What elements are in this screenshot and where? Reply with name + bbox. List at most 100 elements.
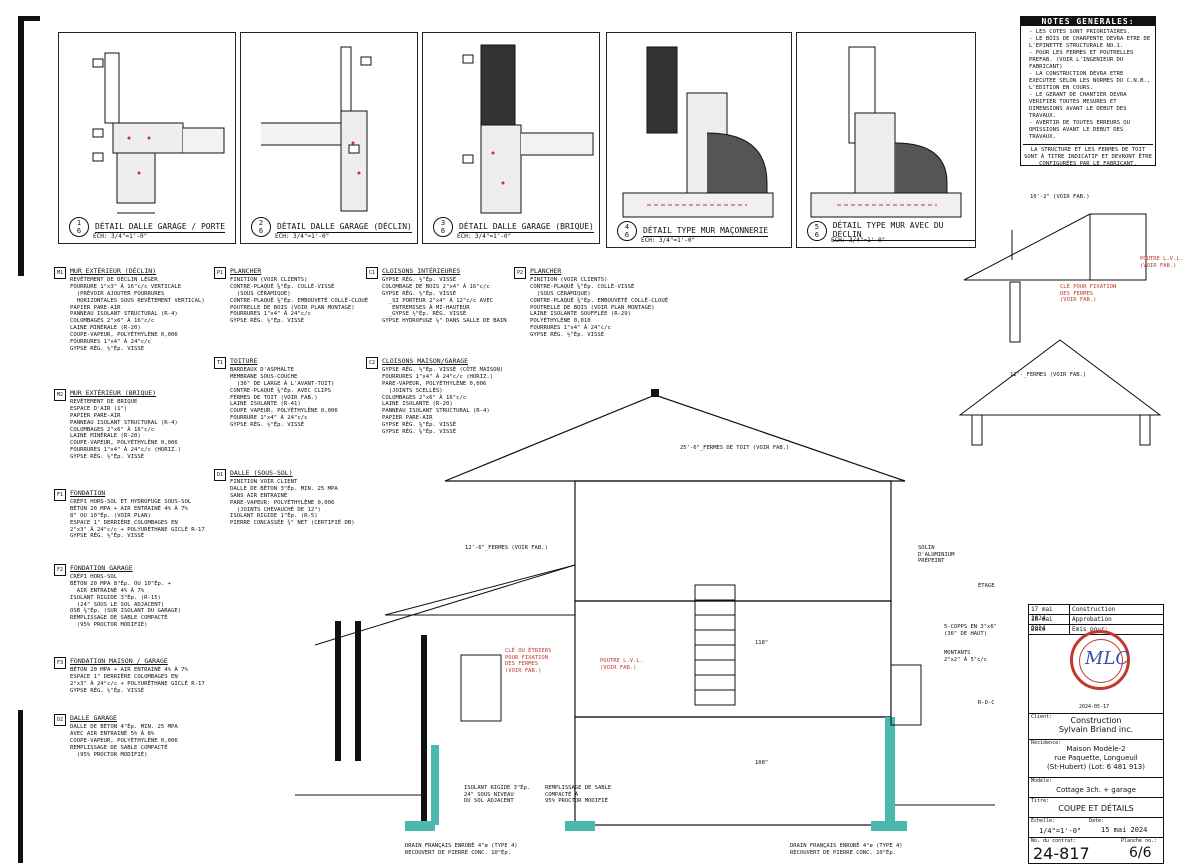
detail-4-drawing [622, 46, 774, 218]
spec-f2-title: FONDATION GARAGE [70, 564, 133, 572]
detail-3-title: DÉTAIL DALLE GARAGE (BRIQUE) [459, 221, 594, 233]
modele-value: Cottage 3ch. + garage [1056, 786, 1136, 794]
detail-5-drawing [810, 46, 962, 218]
residence-row: Résidence:Maison Modèle-2 rue Paquette, … [1029, 739, 1163, 778]
planche-value: 6/6 [1129, 845, 1152, 861]
building-section [295, 389, 995, 831]
detail-4-scale: ECH: 3/4"=1'-0" [641, 237, 696, 244]
revision-desc: Émis pour: [1072, 626, 1109, 633]
date-label: Date: [1089, 818, 1105, 824]
spec-p2-tag: P2 [514, 267, 526, 279]
engineer-seal [1070, 630, 1130, 690]
spec-t1-tag: T1 [214, 357, 226, 369]
frame-corner-top [18, 16, 24, 276]
spec-t1-title: TOITURE [230, 357, 258, 365]
residence-label: Résidence: [1031, 740, 1062, 746]
contract-row: No. du contrat: 24-817 Planche no.: 6/6 [1029, 837, 1163, 864]
titre-value: COUPE ET DÉTAILS [1058, 804, 1134, 813]
dim-108-label: 108" [755, 760, 769, 766]
spec-f3-tag: F3 [54, 657, 66, 669]
spec-f1-body: CRÉPI HORS-SOL ET HYDROFUGE SOUS-SOL BÉT… [70, 498, 205, 540]
note-item: POUR LES FERMES ET POUTRELLES PREFAB. (V… [1029, 50, 1151, 71]
contrat-value: 24-817 [1033, 844, 1090, 863]
frame-corner-top-h [18, 16, 40, 21]
echelle-value: 1/4"=1'-0" [1039, 827, 1082, 835]
spec-f1-title: FONDATION [70, 489, 106, 497]
detail-5-title: DÉTAIL TYPE MUR AVEC DU DÉCLIN [832, 221, 975, 241]
detail-3-scale: ECH: 3/4"=1'-0" [457, 233, 512, 240]
spec-p2-body: FINITION (VOIR CLIENTS) CONTRE-PLAQUÉ ⅝"… [530, 276, 669, 339]
detail-1-scale: ECH: 3/4"=1'-0" [93, 233, 148, 240]
note-item: LA CONSTRUCTION DEVRA ETRE EXECUTEE SELO… [1029, 71, 1151, 92]
spec-f3-body: BÉTON 20 MPA + AIR ENTRAINÉ 4% À 7% ESPA… [70, 666, 205, 694]
general-notes-footer: LA STRUCTURE ET LES FERMES DE TOIT SONT … [1023, 144, 1153, 168]
spec-m2-body: REVÊTEMENT DE BRIQUE ESPACE D'AIR (1") P… [70, 398, 182, 461]
echelle-label: Échelle: [1031, 818, 1056, 824]
spec-f3-title: FONDATION MAISON / GARAGE [70, 657, 168, 665]
etage-label: ÉTAGE [978, 583, 995, 589]
planche-label: Planche no.: [1121, 838, 1158, 844]
spec-p2-title: PLANCHER [530, 267, 562, 275]
spec-p1-tag: P1 [214, 267, 226, 279]
spec-t1-body: BARDEAUX D'ASPHALTE MEMBRANE SOUS-COUCHE… [230, 366, 338, 429]
note-item: LES COTES SONT PRIORITAIRES. [1029, 29, 1151, 36]
engineer-signature: MLC [1085, 648, 1130, 669]
client-row: Client:Construction Sylvain Briand inc. [1029, 713, 1163, 740]
rdc-label: R-D-C [978, 700, 995, 706]
stamp-date: 2024-05-17 [1079, 704, 1110, 710]
spec-d2-tag: D2 [54, 714, 66, 726]
spec-c1-tag: C1 [366, 267, 378, 279]
isolant-rigide-note: ISOLANT RIGIDE 3"Ép. 24" SOUS NIVEAU DU … [464, 785, 531, 804]
note-item: AVERTIR DE TOUTES ERREURS OU OMISSIONS A… [1029, 120, 1151, 141]
detail-1-drawing [92, 52, 225, 214]
modele-row: Modèle:Cottage 3ch. + garage [1029, 777, 1163, 798]
roof-detail-span-label: 10'-2" (VOIR FAB.) [1030, 194, 1090, 200]
residence-value: Maison Modèle-2 rue Paquette, Longueuil … [1047, 745, 1145, 771]
roof-detail-truss-label: 12'-_FERMES (VOIR FAB.) [1010, 372, 1087, 378]
spec-m2-tag: M2 [54, 389, 66, 401]
general-notes-list: LES COTES SONT PRIORITAIRES. LE BOIS DE … [1029, 29, 1151, 141]
spec-m1-tag: M1 [54, 267, 66, 279]
spec-p1-body: FINITION (VOIR CLIENTS) CONTRE-PLAQUÉ ⅝"… [230, 276, 369, 325]
revision-date: 16 mai 2024 [1029, 615, 1070, 632]
client-value: Construction Sylvain Briand inc. [1058, 716, 1134, 734]
truss-main-label: 25'-6"_FERMES DE TOIT (VOIR FAB.) [680, 445, 790, 451]
dim-118-label: 118" [755, 640, 769, 646]
spec-p1-title: PLANCHER [230, 267, 262, 275]
titre-label: Titre: [1031, 798, 1050, 804]
spec-d2-body: DALLE DE BÉTON 4"Ép. MIN. 25 MPA AVEC AI… [70, 723, 178, 758]
modele-label: Modèle: [1031, 778, 1053, 784]
remplissage-note: REMPLISSAGE DE SABLE COMPACTÉ À 95% PROC… [545, 785, 612, 804]
date-value: 15 mai 2024 [1101, 826, 1148, 834]
guardrail-note: 5-COPPS EN 3"x6" (36" DE HAUT) [944, 624, 997, 637]
general-notes-title: NOTES GENERALES: [1021, 17, 1155, 26]
revision-desc: Approbation [1072, 616, 1112, 623]
spec-f2-tag: F2 [54, 564, 66, 576]
spec-f2-body: CRÉPI HORS-SOL BÉTON 20 MPA 8"Ép. OU 10"… [70, 573, 182, 629]
roof-detail-fixation-note: CLÉ POUR FIXATION DES FERMES (VOIR FAB.) [1060, 284, 1117, 303]
spec-d1-title: DALLE (SOUS-SOL) [230, 469, 293, 477]
drain-left-note: DRAIN FRANÇAIS ENROBÉ 4"ø (TYPE 4) RECOU… [405, 843, 518, 856]
drain-right-note: DRAIN FRANÇAIS ENROBÉ 4"ø (TYPE 4) RECOU… [790, 843, 903, 856]
detail-4-title: DÉTAIL TYPE MUR MAÇONNERIE [643, 225, 769, 237]
